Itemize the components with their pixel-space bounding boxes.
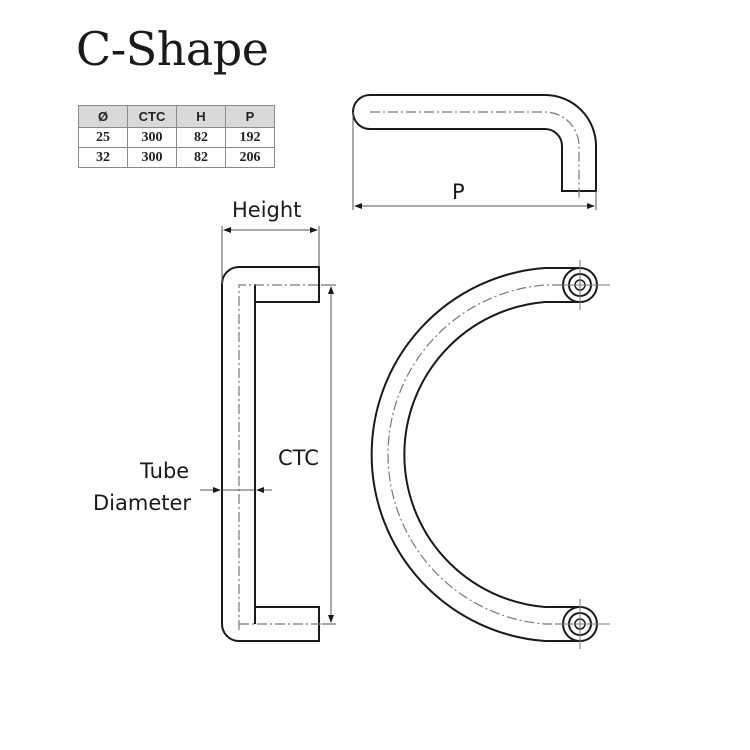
mount-circle-bottom (555, 599, 610, 649)
side-view-handle (352, 94, 597, 192)
cell-ctc: 300 (127, 127, 177, 148)
table-row: 25 300 82 192 (78, 127, 275, 148)
spec-table: Ø CTC H P 25 300 82 192 32 300 82 206 (78, 105, 275, 168)
cell-projection: 192 (225, 127, 275, 148)
diagram-title: C-Shape (76, 22, 269, 76)
mount-circle-top (555, 260, 610, 310)
c-arc-centerline (387, 284, 580, 625)
cell-height: 82 (176, 147, 226, 168)
height-label: Height (232, 198, 302, 222)
cell-diameter: 25 (78, 127, 128, 148)
p-dimension (352, 112, 597, 210)
front-view-centerline (238, 284, 325, 630)
tube-label: Tube (140, 459, 190, 483)
side-view-centerline (370, 111, 580, 200)
p-label: P (452, 180, 465, 204)
height-dimension (221, 226, 320, 284)
ctc-label: CTC (278, 446, 319, 470)
table-header-row: Ø CTC H P (78, 105, 275, 128)
cell-diameter: 32 (78, 147, 128, 168)
cell-height: 82 (176, 127, 226, 148)
cell-ctc: 300 (127, 147, 177, 168)
c-arc-handle (370, 267, 580, 642)
table-row: 32 300 82 206 (78, 147, 275, 168)
front-view-handle (221, 266, 320, 642)
cell-projection: 206 (225, 147, 275, 168)
ctc-dimension (322, 284, 336, 625)
diameter-label: Diameter (93, 491, 192, 515)
